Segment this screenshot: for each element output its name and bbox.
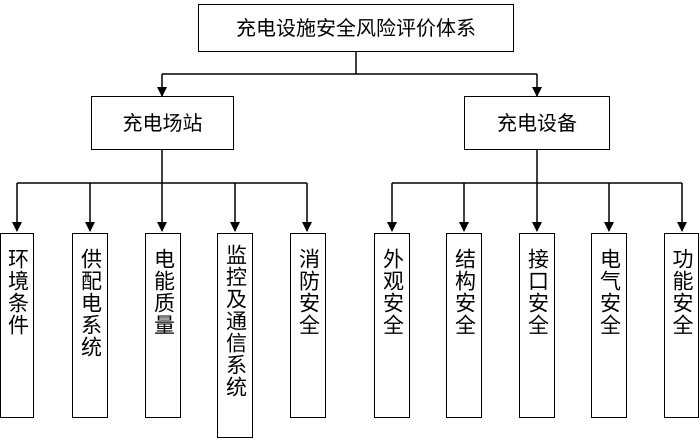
leaf-node-1-1: 环境条件 (0, 233, 34, 418)
category-node-1: 充电场站 (91, 96, 234, 150)
leaf-node-2-5: 功能安全 (664, 233, 699, 418)
leaf-node-2-2-label: 结构安全 (452, 248, 477, 336)
leaf-node-2-5-label: 功能安全 (670, 248, 694, 336)
leaf-node-1-3: 电能质量 (145, 233, 181, 418)
leaf-node-2-3: 接口安全 (519, 233, 555, 418)
leaf-node-2-2: 结构安全 (446, 233, 482, 418)
leaf-node-1-1-label: 环境条件 (5, 248, 30, 336)
leaf-node-1-2-label: 供配电系统 (78, 248, 103, 358)
leaf-node-1-4: 监控及通信系统 (217, 233, 253, 438)
leaf-node-1-2: 供配电系统 (72, 233, 108, 418)
root-node: 充电设施安全风险评价体系 (198, 4, 514, 52)
leaf-node-2-1: 外观安全 (374, 233, 410, 418)
leaf-node-2-1-label: 外观安全 (380, 248, 405, 336)
leaf-node-2-3-label: 接口安全 (525, 248, 550, 336)
leaf-node-1-5-label: 消防安全 (296, 248, 321, 336)
category-node-1-label: 充电场站 (122, 111, 203, 135)
leaf-node-1-5: 消防安全 (290, 233, 326, 418)
leaf-node-2-4: 电气安全 (591, 233, 627, 418)
category-node-2-label: 充电设备 (497, 111, 577, 135)
leaf-node-1-3-label: 电能质量 (151, 248, 176, 336)
category-node-2: 充电设备 (464, 96, 610, 150)
leaf-node-1-4-label: 监控及通信系统 (223, 244, 248, 398)
leaf-node-2-4-label: 电气安全 (597, 248, 622, 336)
root-node-label: 充电设施安全风险评价体系 (236, 16, 476, 40)
